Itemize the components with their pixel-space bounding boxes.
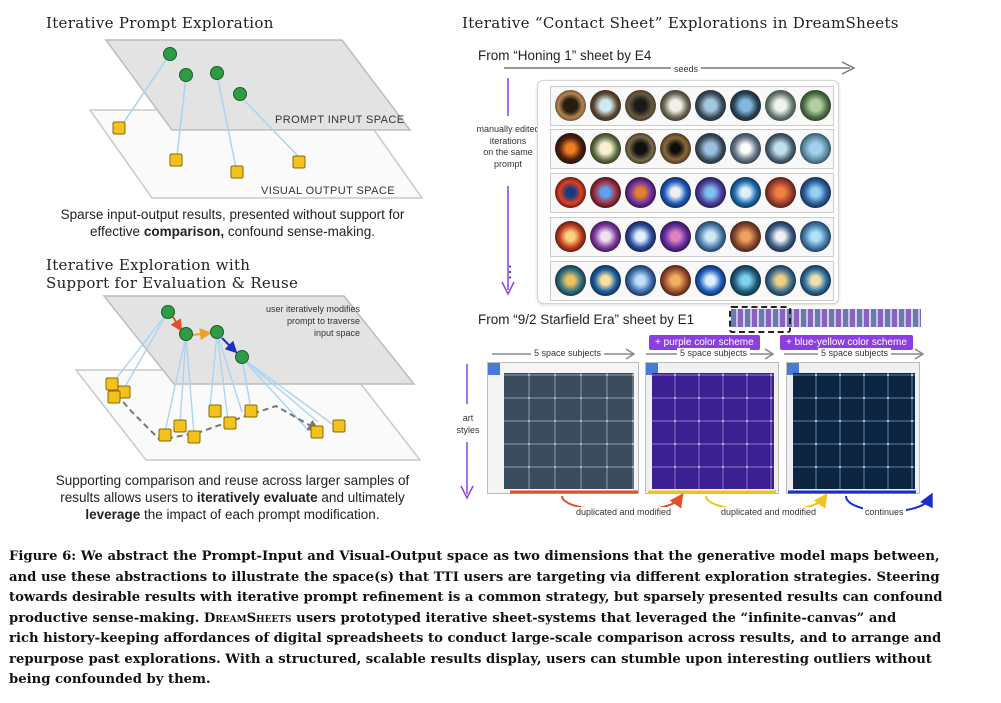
sheet-row <box>550 129 834 169</box>
duplicated-label-1: duplicated and modified <box>574 507 674 517</box>
seeds-label: seeds <box>671 64 702 74</box>
selected-strip-box <box>729 306 791 333</box>
subjects-label-1: 5 space subjects <box>531 348 605 358</box>
sheet-row <box>550 173 834 213</box>
more-iterations-ellipsis: ⋮ <box>502 264 518 281</box>
left-top-title: Iterative Prompt Exploration <box>46 14 274 32</box>
sheet-row <box>550 217 834 257</box>
subjects-label-2: 5 space subjects <box>677 348 751 358</box>
prompt-exploration-diagram <box>88 39 424 199</box>
sheet-row <box>550 86 834 126</box>
right-top-title: Iterative “Contact Sheet” Explorations i… <box>462 14 899 32</box>
art-styles-label: art styles <box>456 413 480 435</box>
prompt-space-label: PROMPT INPUT SPACE <box>275 114 405 126</box>
honing-subtitle: From “Honing 1” sheet by E4 <box>478 48 652 63</box>
grid-sheet-blue-yellow <box>786 362 920 494</box>
purple-scheme-pill: + purple color scheme <box>649 335 760 350</box>
left-bottom-title: Iterative Exploration with Support for E… <box>46 256 299 292</box>
iterative-evaluation-diagram <box>74 295 422 461</box>
duplicated-label-2: duplicated and modified <box>719 507 819 517</box>
figure-caption: Figure 6: We abstract the Prompt-Input a… <box>9 549 943 687</box>
sheet-overview-strip <box>731 309 921 327</box>
starfield-subtitle: From “9/2 Starfield Era” sheet by E1 <box>478 312 695 327</box>
grid-sheet-purple <box>645 362 779 494</box>
left-bottom-caption: Supporting comparison and reuse across l… <box>55 473 410 522</box>
blue-yellow-scheme-pill: + blue-yellow color scheme <box>780 335 913 350</box>
iterations-arrow <box>501 78 515 296</box>
sheet-row <box>550 261 834 301</box>
art-styles-arrow <box>460 364 474 500</box>
left-top-caption: Sparse input-output results, presented w… <box>60 207 405 239</box>
iterations-label: manually edited iterations on the same p… <box>476 124 540 169</box>
grid-sheet-original <box>487 362 639 494</box>
honing-sheet <box>537 80 839 304</box>
subjects-label-3: 5 space subjects <box>818 348 892 358</box>
traversal-note: user iteratively modifies prompt to trav… <box>265 304 360 338</box>
visual-space-label: VISUAL OUTPUT SPACE <box>261 185 395 197</box>
continues-label: continues <box>863 507 906 517</box>
